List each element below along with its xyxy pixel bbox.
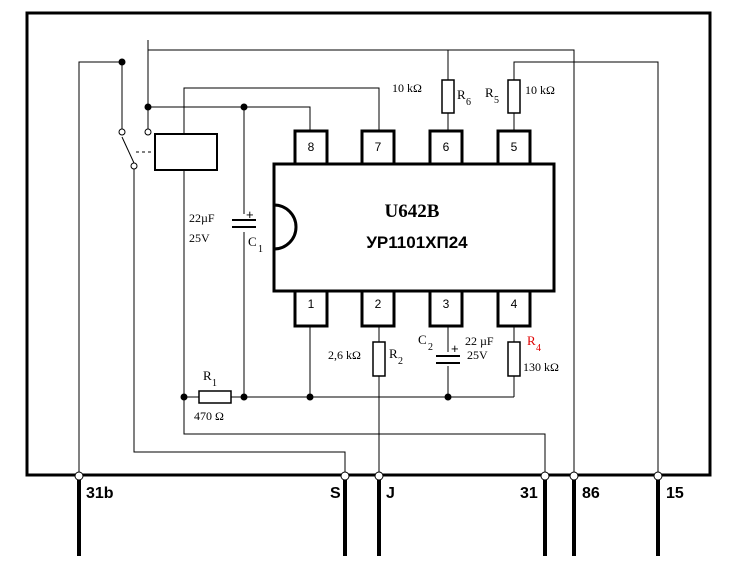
c1-voltage: 25V xyxy=(189,231,210,245)
pin-4 xyxy=(496,289,532,328)
terminal-label-31b: 31b xyxy=(86,485,114,502)
pin-label: 1 xyxy=(308,297,315,311)
relay-switch xyxy=(118,128,152,170)
terminal-label-j: J xyxy=(386,485,395,502)
pin-label: 2 xyxy=(375,297,382,311)
c2-ref-sub: 2 xyxy=(428,342,433,353)
c2-value: 22 µF xyxy=(465,334,494,348)
terminal-labels: 31b S J 31 86 15 xyxy=(86,485,684,502)
c1-ref-sub: 1 xyxy=(258,244,263,255)
c1-ref: C xyxy=(248,234,257,249)
wiring xyxy=(78,40,659,476)
pin-8 xyxy=(293,129,329,166)
terminal-label-15: 15 xyxy=(666,485,684,502)
r6-ref-sub: 6 xyxy=(466,97,471,108)
pin-3 xyxy=(428,289,464,328)
enclosure-frame xyxy=(25,11,712,477)
resistor-r4: R 4 130 kΩ xyxy=(507,333,559,377)
r4-value: 130 kΩ xyxy=(523,360,559,374)
pin-1 xyxy=(293,289,329,328)
chip-name: U642B xyxy=(385,201,440,222)
r2-value: 2,6 kΩ xyxy=(328,348,361,362)
r1-value: 470 Ω xyxy=(194,409,224,423)
capacitor-c2: + C 2 22 µF 25V xyxy=(418,332,494,364)
r5-ref-sub: 5 xyxy=(494,95,499,106)
r4-ref: R xyxy=(527,333,536,348)
chip-name-alt: УР1101ХП24 xyxy=(366,233,468,252)
pin-label: 3 xyxy=(443,297,450,311)
c2-ref: C xyxy=(418,332,427,347)
resistor-r6: 10 kΩ R 6 xyxy=(392,79,471,114)
r1-ref: R xyxy=(203,368,212,383)
c2-polarity: + xyxy=(451,341,459,356)
pin-6 xyxy=(428,129,464,166)
terminal-label-s: S xyxy=(330,485,341,502)
pin-5 xyxy=(496,129,532,166)
resistor-r5: R 5 10 kΩ xyxy=(485,79,555,114)
c2-voltage: 25V xyxy=(467,348,488,362)
pin-label: 4 xyxy=(511,297,518,311)
terminal-label-86: 86 xyxy=(582,485,600,502)
resistor-r2: 2,6 kΩ R 2 xyxy=(328,341,403,377)
junction-dots xyxy=(118,58,452,401)
relay-coil xyxy=(154,133,218,171)
pin-label: 6 xyxy=(443,140,450,154)
c1-polarity: + xyxy=(246,207,254,222)
c1-value: 22µF xyxy=(189,211,215,225)
r5-value: 10 kΩ xyxy=(525,83,555,97)
capacitor-c1: + 22µF 25V C 1 xyxy=(189,207,263,255)
r6-value: 10 kΩ xyxy=(392,81,422,95)
r2-ref-sub: 2 xyxy=(398,356,403,367)
external-leads xyxy=(77,476,660,556)
r2-ref: R xyxy=(389,346,398,361)
terminal-label-31: 31 xyxy=(520,485,538,502)
terminal-connectors xyxy=(74,471,663,481)
ic-notch xyxy=(273,203,298,251)
ic-pins: 8 7 6 5 1 2 3 4 xyxy=(293,129,532,328)
pin-2 xyxy=(360,289,396,328)
r1-ref-sub: 1 xyxy=(212,378,217,389)
ic-body xyxy=(272,162,556,293)
pin-label: 5 xyxy=(511,140,518,154)
r6-ref: R xyxy=(457,87,466,102)
pin-label: 8 xyxy=(308,140,315,154)
pin-7 xyxy=(360,129,396,166)
resistor-r1: R 1 470 Ω xyxy=(194,368,232,423)
pin-label: 7 xyxy=(375,140,382,154)
r5-ref: R xyxy=(485,85,494,100)
r4-ref-sub: 4 xyxy=(536,343,541,354)
